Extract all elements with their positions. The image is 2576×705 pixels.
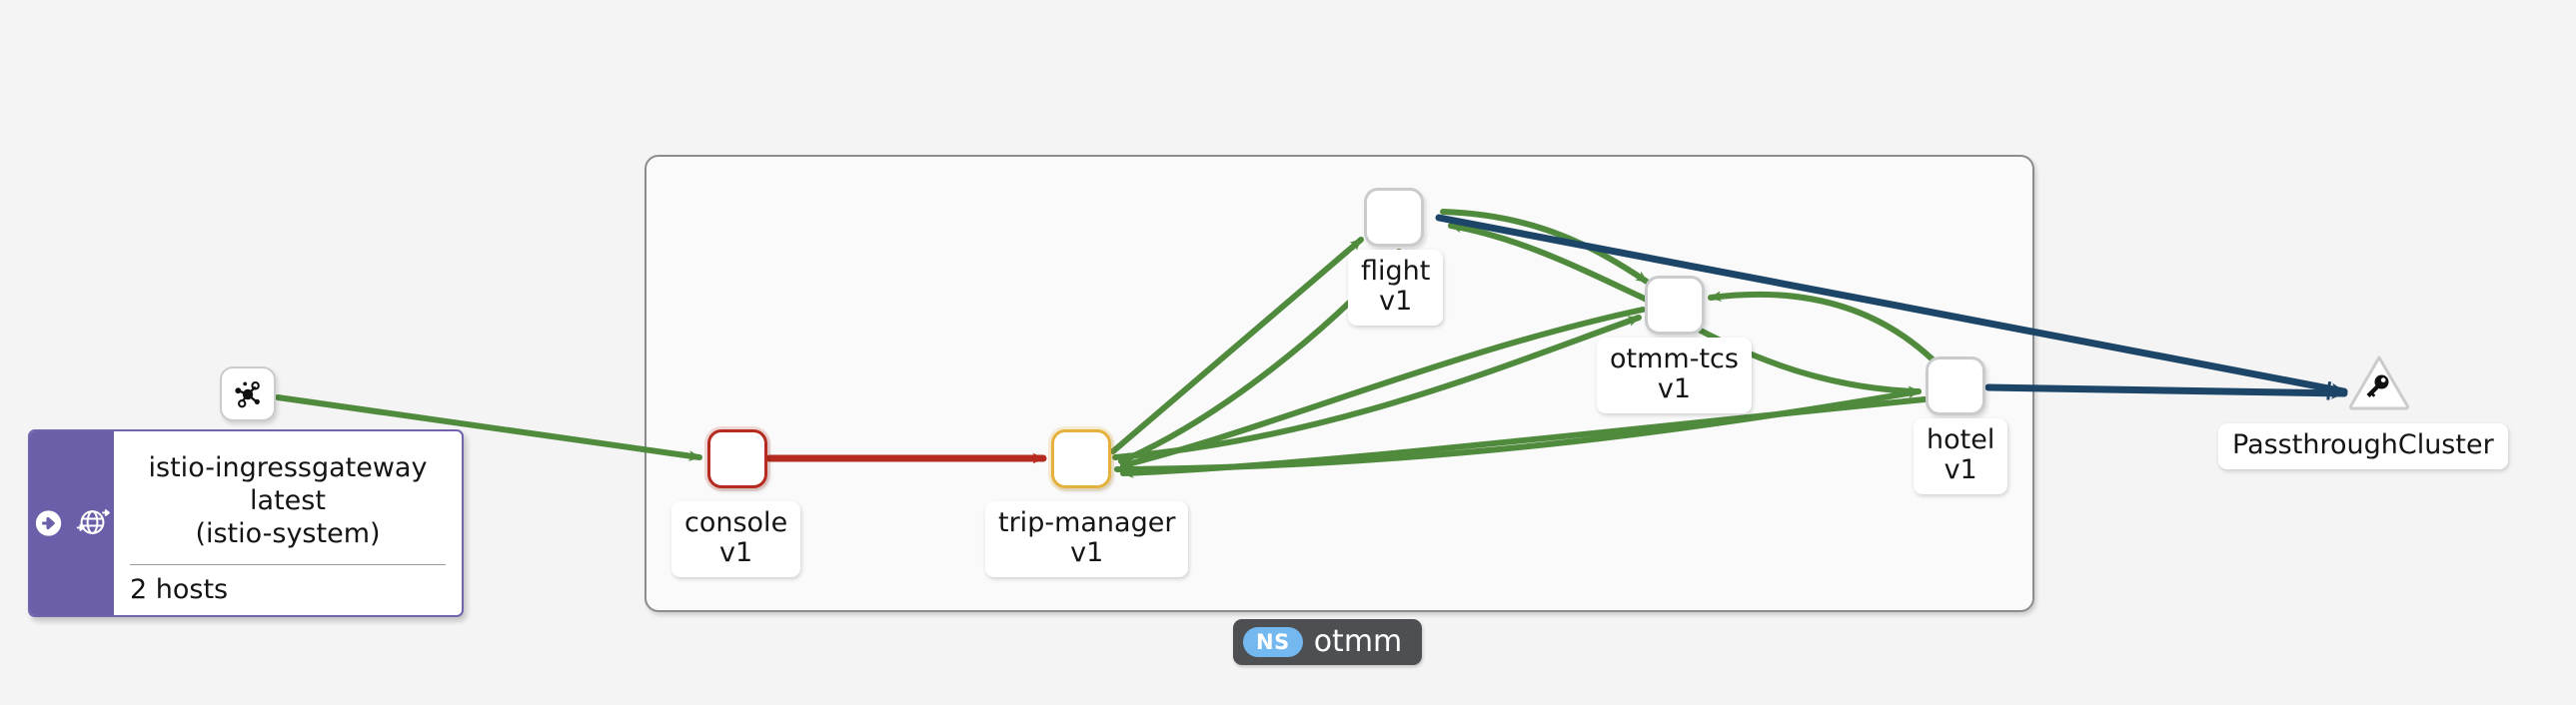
node-trip-manager-label: trip-manager v1	[985, 501, 1189, 578]
gateway-divider	[130, 564, 446, 565]
node-hotel-name: hotel	[1927, 424, 1995, 455]
gateway-title: istio-ingressgateway latest (istio-syste…	[128, 441, 448, 562]
node-trip-manager-version: v1	[1070, 537, 1104, 569]
edge-mesh-entry-to-console[interactable]	[275, 394, 702, 461]
namespace-badge[interactable]: NS otmm	[1233, 619, 1423, 665]
node-hotel-version: v1	[1943, 454, 1977, 486]
globe-route-icon	[76, 509, 110, 534]
edge-trip-manager-to-otmm-tcs[interactable]	[1112, 315, 1642, 460]
node-console-shape[interactable]	[707, 429, 767, 488]
edge-hotel-to-otmm-tcs[interactable]	[1708, 291, 1935, 362]
edge-otmm-tcs-to-flight[interactable]	[1448, 222, 1650, 303]
node-trip-manager-shape[interactable]	[1051, 429, 1111, 488]
passthrough-cluster-label: PassthroughCluster	[2218, 423, 2508, 469]
node-flight-version: v1	[1379, 286, 1413, 318]
node-flight-label: flight v1	[1348, 250, 1444, 327]
node-flight-name: flight	[1361, 256, 1431, 287]
namespace-name: otmm	[1313, 624, 1403, 659]
node-hotel-shape[interactable]	[1926, 356, 1985, 415]
node-flight-shape[interactable]	[1364, 188, 1424, 247]
mesh-icon	[235, 380, 260, 407]
namespace-tag: NS	[1243, 626, 1303, 657]
edge-trip-manager-to-flight[interactable]	[1110, 237, 1364, 454]
node-otmm-tcs-label: otmm-tcs v1	[1597, 338, 1752, 414]
passthrough-triangle-shape[interactable]	[2348, 353, 2410, 411]
namespace-group-box[interactable]	[644, 155, 2034, 612]
mesh-entry-node[interactable]	[220, 366, 276, 421]
node-otmm-tcs-shape[interactable]	[1645, 276, 1705, 335]
gateway-version: latest	[250, 485, 326, 517]
node-hotel-label: hotel v1	[1914, 418, 2008, 495]
gateway-name: istio-ingressgateway	[148, 452, 428, 484]
node-otmm-tcs-version: v1	[1657, 373, 1692, 405]
edge-hotel-to-trip-manager[interactable]	[1120, 396, 1928, 478]
arrow-circle-right-icon	[35, 510, 62, 536]
istio-ingressgateway-card[interactable]: istio-ingressgateway latest (istio-syste…	[28, 429, 464, 617]
gateway-namespace: (istio-system)	[195, 517, 381, 549]
edge-otmm-tcs-to-trip-manager[interactable]	[1120, 307, 1646, 468]
node-trip-manager-name: trip-manager	[998, 507, 1176, 538]
key-icon	[2366, 374, 2389, 397]
node-console-label: console v1	[671, 501, 801, 578]
edge-hotel-to-passthrough[interactable]	[1984, 383, 2348, 400]
gateway-hosts: 2 hosts	[130, 574, 229, 605]
gateway-badge-strip	[30, 431, 114, 615]
node-console-version: v1	[719, 537, 753, 569]
node-passthrough-cluster[interactable]: PassthroughCluster	[2218, 353, 2508, 469]
edge-flight-to-passthrough[interactable]	[1435, 214, 2348, 396]
node-console-name: console	[684, 507, 788, 538]
node-otmm-tcs-name: otmm-tcs	[1610, 344, 1739, 374]
edge-flight-to-otmm-tcs[interactable]	[1440, 209, 1650, 285]
